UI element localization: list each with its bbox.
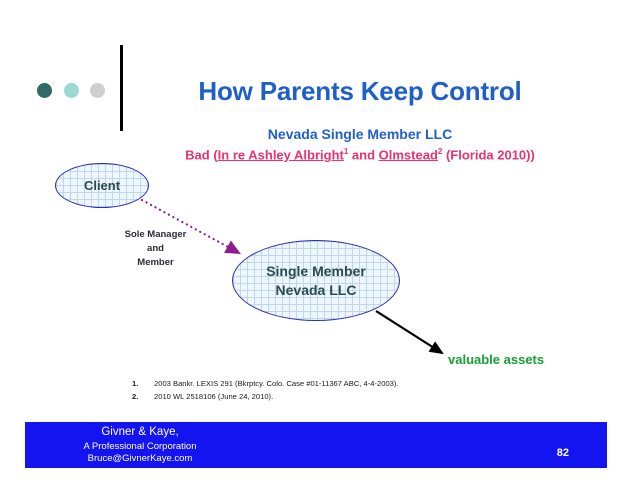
case-name-olmstead: Olmstead [378, 147, 438, 163]
node-client[interactable]: Client [55, 163, 149, 208]
slide-subtitle: Nevada Single Member LLC [267, 126, 453, 142]
footnote-number: 1. [132, 379, 139, 388]
header-vertical-rule [120, 45, 123, 131]
case-conjunction: and [348, 147, 379, 163]
case-suffix: (Florida 2010)) [442, 147, 535, 163]
firm-name: Givner & Kaye, [101, 426, 179, 438]
solid-arrow-llc-to-assets [375, 310, 444, 355]
relationship-label-line2: and [147, 242, 164, 254]
footnote-item: 2. 2010 WL 2518106 (June 24, 2010). [132, 391, 399, 404]
footnote-list: 1. 2003 Bankr. LEXIS 291 (Bkrptcy. Colo.… [132, 378, 399, 403]
decorative-dot-gray-icon [90, 83, 105, 98]
firm-email: Bruce@GivnerKaye.com [87, 453, 193, 465]
decorative-dot-light-teal-icon [64, 83, 79, 98]
slide-footer-bar: Givner & Kaye, A Professional Corporatio… [25, 422, 607, 468]
node-client-label: Client [83, 178, 121, 193]
firm-identity-block: Givner & Kaye, A Professional Corporatio… [25, 425, 255, 466]
page-number: 82 [556, 447, 569, 459]
footnote-text: 2003 Bankr. LEXIS 291 (Bkrptcy. Colo. Ca… [154, 379, 399, 388]
footnote-item: 1. 2003 Bankr. LEXIS 291 (Bkrptcy. Colo.… [132, 378, 399, 391]
case-citation-line: Bad (In re Ashley Albright1 and Olmstead… [110, 147, 610, 162]
case-prefix: Bad ( [185, 147, 218, 163]
label-valuable-assets: valuable assets [448, 352, 545, 367]
relationship-label-line3: Member [137, 256, 174, 268]
footnote-number: 2. [132, 391, 139, 401]
footnote-text: 2010 WL 2518106 (June 24, 2010). [154, 391, 274, 401]
case-footnote-ref-2: 2 [437, 147, 443, 156]
node-single-member-nevada-llc[interactable]: Single Member Nevada LLC [232, 240, 400, 321]
relationship-label-sole-manager: Sole Manager and Member [98, 228, 213, 269]
firm-subtitle: A Professional Corporation [83, 440, 197, 452]
node-llc-label-line2: Nevada LLC [275, 281, 357, 298]
decorative-dot-dark-teal-icon [37, 83, 52, 98]
slide-title: How Parents Keep Control [198, 76, 522, 106]
case-footnote-ref-1: 1 [343, 147, 349, 156]
case-name-albright: In re Ashley Albright [217, 147, 344, 163]
relationship-label-line1: Sole Manager [124, 229, 187, 240]
node-llc-label-line1: Single Member [266, 262, 366, 279]
node-llc-label: Single Member Nevada LLC [266, 262, 366, 300]
